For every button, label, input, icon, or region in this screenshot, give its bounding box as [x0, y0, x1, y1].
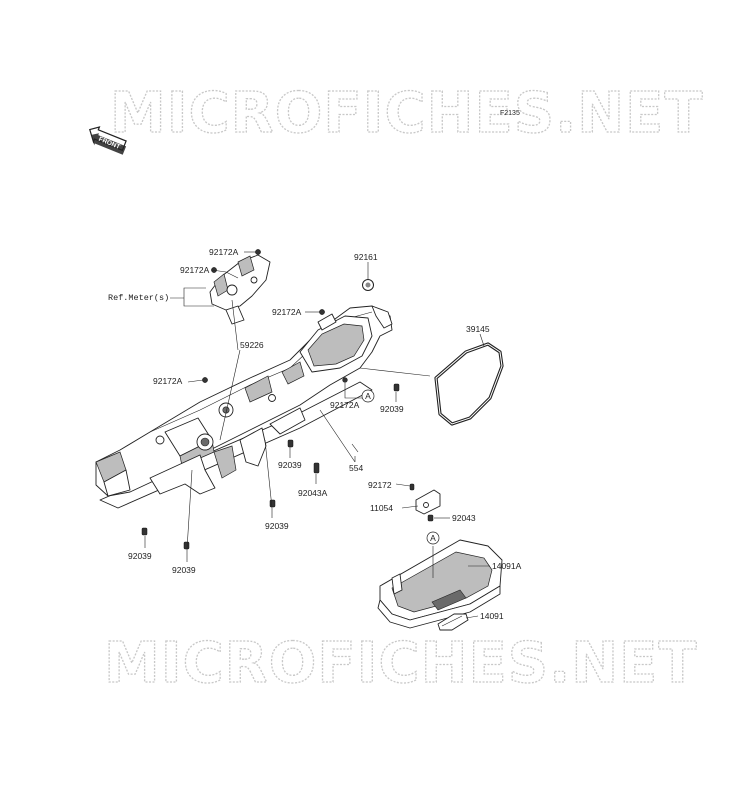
- latch-14091: [437, 613, 469, 631]
- callout-92039-right: 92039: [380, 404, 404, 414]
- glove-box-14091A: [377, 539, 503, 629]
- callout-92172A-top: 92172A: [209, 247, 239, 257]
- callout-59226: 59226: [240, 340, 264, 350]
- callout-92172A-left: 92172A: [153, 376, 183, 386]
- callout-92039-lower: 92039: [265, 521, 289, 531]
- watermark-top: MICROFICHES.NET: [110, 81, 704, 146]
- callout-92039-bottom: 92039: [172, 565, 196, 575]
- callout-92039-left: 92039: [128, 551, 152, 561]
- callout-11054: 11054: [370, 503, 393, 513]
- callout-92043A: 92043A: [298, 488, 328, 498]
- svg-text:A: A: [430, 533, 436, 543]
- callout-marker-a-1: A: [361, 389, 375, 403]
- callout-92172: 92172: [368, 480, 392, 490]
- figure-code: F2135: [500, 110, 520, 117]
- ref-meter-label: Ref.Meter(s): [108, 293, 169, 303]
- leader-lines: [144, 251, 490, 619]
- callout-14091: 14091: [480, 611, 504, 621]
- dashboard-panel-59226: [95, 305, 393, 509]
- callout-92172A-right: 92172A: [330, 400, 360, 410]
- meter-seal-39145: [434, 342, 504, 426]
- meter-bracket: [209, 254, 271, 325]
- callout-92172A-bracket: 92172A: [180, 265, 210, 275]
- svg-text:A: A: [365, 391, 371, 401]
- callout-92043: 92043: [452, 513, 476, 523]
- callout-92172A-hood: 92172A: [272, 307, 302, 317]
- callout-554: 554: [349, 463, 363, 473]
- callout-92161: 92161: [354, 252, 378, 262]
- hinge-11054: [415, 489, 441, 515]
- callout-14091A: 14091A: [492, 561, 522, 571]
- callout-39145: 39145: [466, 324, 490, 334]
- callout-92039-mid: 92039: [278, 460, 302, 470]
- callout-marker-a-2: A: [426, 531, 440, 545]
- watermark-bottom: MICROFICHES.NET: [104, 631, 698, 696]
